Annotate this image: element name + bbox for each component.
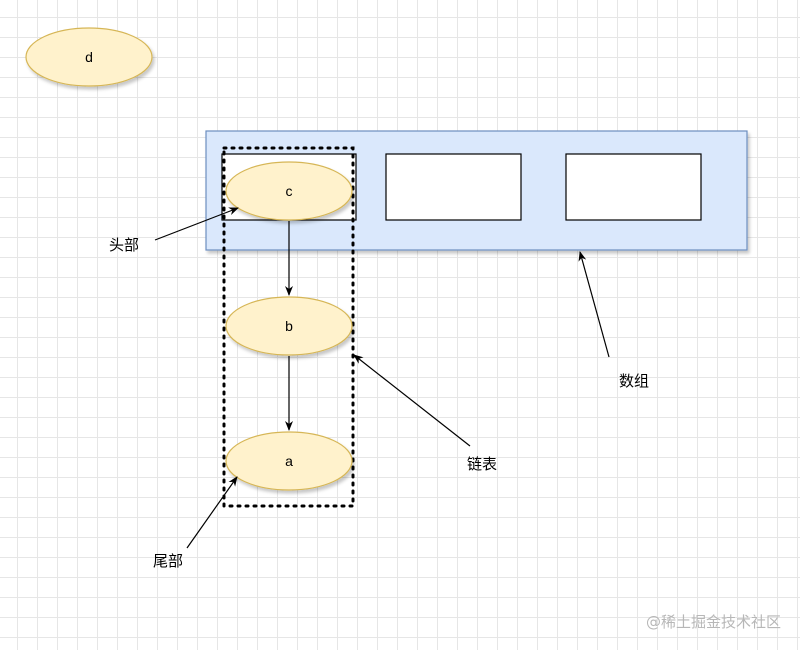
label-linked-list: 链表 <box>467 455 497 473</box>
node-c-label: c <box>286 183 293 199</box>
arrow-array-pointer <box>578 251 610 358</box>
node-a-label: a <box>285 453 293 469</box>
array-slot-2 <box>385 153 522 221</box>
label-head: 头部 <box>109 236 139 254</box>
arrow-head-pointer <box>154 207 239 241</box>
arrow-linked-list-pointer <box>353 354 471 447</box>
node-c: c <box>225 161 353 221</box>
watermark: @稀土掘金技术社区 <box>646 613 781 631</box>
node-b: b <box>225 296 353 356</box>
node-a: a <box>225 431 353 491</box>
arrow-tail-pointer <box>186 476 238 549</box>
linked-list-boundary <box>222 146 355 508</box>
node-d: d <box>25 27 153 87</box>
array-slot-3 <box>565 153 702 221</box>
label-tail: 尾部 <box>153 552 183 570</box>
label-array: 数组 <box>619 372 649 390</box>
node-b-label: b <box>285 318 293 334</box>
node-d-label: d <box>85 49 93 65</box>
